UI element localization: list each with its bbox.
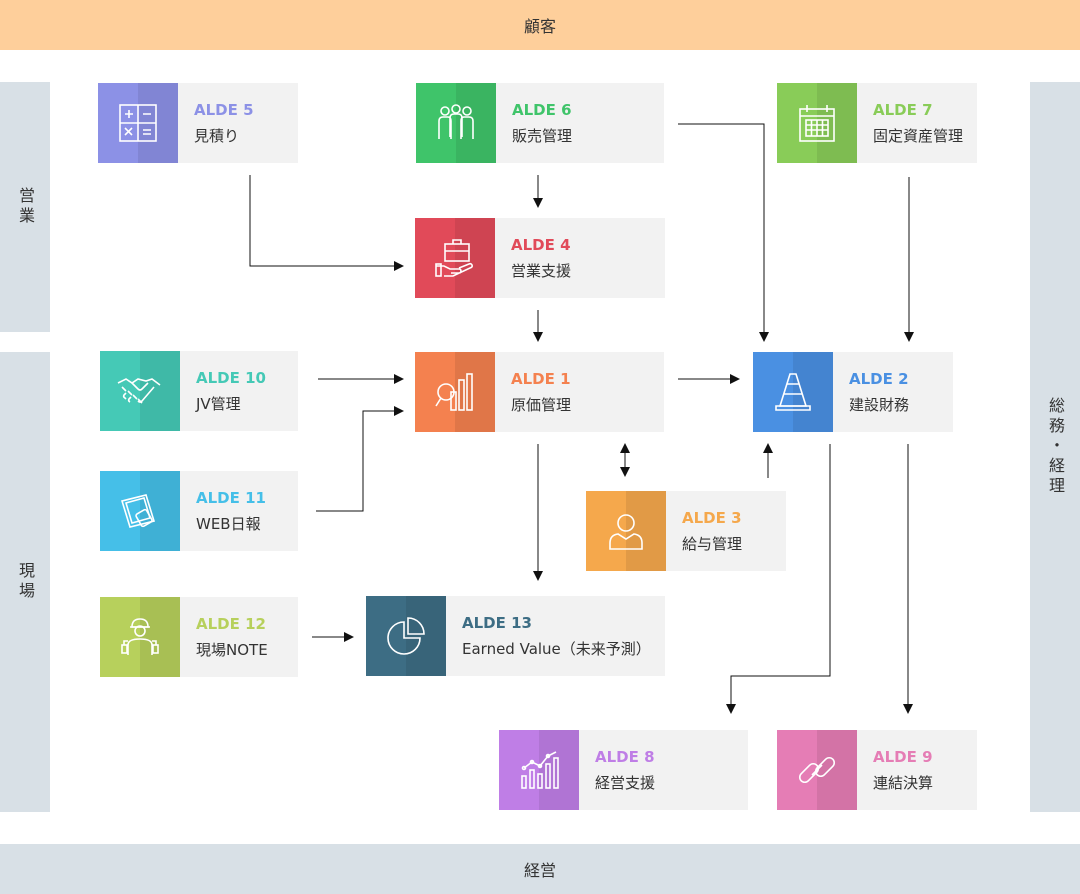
arrow-alde11-to-alde1 [316,406,404,512]
module-code: ALDE 13 [462,613,532,632]
customer-band: 顧客 [0,0,1080,50]
arrow-alde5-to-alde4 [249,175,404,271]
module-alde5[interactable]: ALDE 5 見積り [98,83,298,163]
module-name: WEB日報 [196,514,261,533]
module-code: ALDE 6 [512,100,572,119]
handshake-icon [100,351,180,431]
module-name: 見積り [194,126,240,145]
briefcase-hand-icon [415,218,495,298]
module-name: 経営支援 [595,773,656,792]
module-name: 建設財務 [849,395,910,414]
module-code: ALDE 7 [873,100,933,119]
admin-lane: 総務・経理 [1030,82,1080,812]
module-code: ALDE 4 [511,235,571,254]
module-alde2[interactable]: ALDE 2 建設財務 [753,352,953,432]
module-code: ALDE 10 [196,368,266,387]
module-name: 固定資産管理 [873,126,964,145]
module-name: 連結決算 [873,773,934,792]
module-code: ALDE 8 [595,747,655,766]
sales-lane-label: 営業 [16,187,35,227]
tablet-icon [100,471,180,551]
arrow-alde2-to-alde8 [726,444,831,714]
link-icon [777,730,857,810]
sales-lane: 営業 [0,82,50,332]
module-alde12[interactable]: ALDE 12 現場NOTE [100,597,298,677]
module-alde1[interactable]: ALDE 1 原価管理 [415,352,664,432]
module-alde6[interactable]: ALDE 6 販売管理 [416,83,664,163]
module-name: 給与管理 [682,534,743,553]
module-name: 現場NOTE [196,640,268,659]
worker-icon [100,597,180,677]
admin-lane-label: 総務・経理 [1046,397,1065,497]
module-name: 原価管理 [511,395,572,414]
person-icon [586,491,666,571]
site-lane: 現場 [0,352,50,812]
module-alde10[interactable]: ALDE 10 JV管理 [100,351,298,431]
management-label: 経営 [523,861,556,880]
bar-chart-icon [499,730,579,810]
chart-search-icon [415,352,495,432]
module-alde3[interactable]: ALDE 3 給与管理 [586,491,786,571]
module-code: ALDE 1 [511,369,571,388]
module-alde13[interactable]: ALDE 13 Earned Value（未来予測） [366,596,665,676]
pie-chart-icon [366,596,446,676]
module-alde4[interactable]: ALDE 4 営業支援 [415,218,665,298]
management-band: 経営 [0,844,1080,894]
module-name: JV管理 [196,394,241,413]
module-alde8[interactable]: ALDE 8 経営支援 [499,730,748,810]
module-code: ALDE 11 [196,488,266,507]
module-code: ALDE 9 [873,747,933,766]
arrow-alde6-to-alde2 [678,123,769,342]
site-lane-label: 現場 [16,562,35,602]
module-code: ALDE 2 [849,369,909,388]
calendar-icon [777,83,857,163]
traffic-cone-icon [753,352,833,432]
module-code: ALDE 5 [194,100,254,119]
module-alde11[interactable]: ALDE 11 WEB日報 [100,471,298,551]
module-name: 販売管理 [512,126,573,145]
calculator-icon [98,83,178,163]
module-alde7[interactable]: ALDE 7 固定資産管理 [777,83,977,163]
module-name: Earned Value（未来予測） [462,639,651,658]
module-alde9[interactable]: ALDE 9 連結決算 [777,730,977,810]
module-name: 営業支援 [511,261,572,280]
module-code: ALDE 12 [196,614,266,633]
people-group-icon [416,83,496,163]
module-code: ALDE 3 [682,508,742,527]
customer-label: 顧客 [523,17,556,36]
